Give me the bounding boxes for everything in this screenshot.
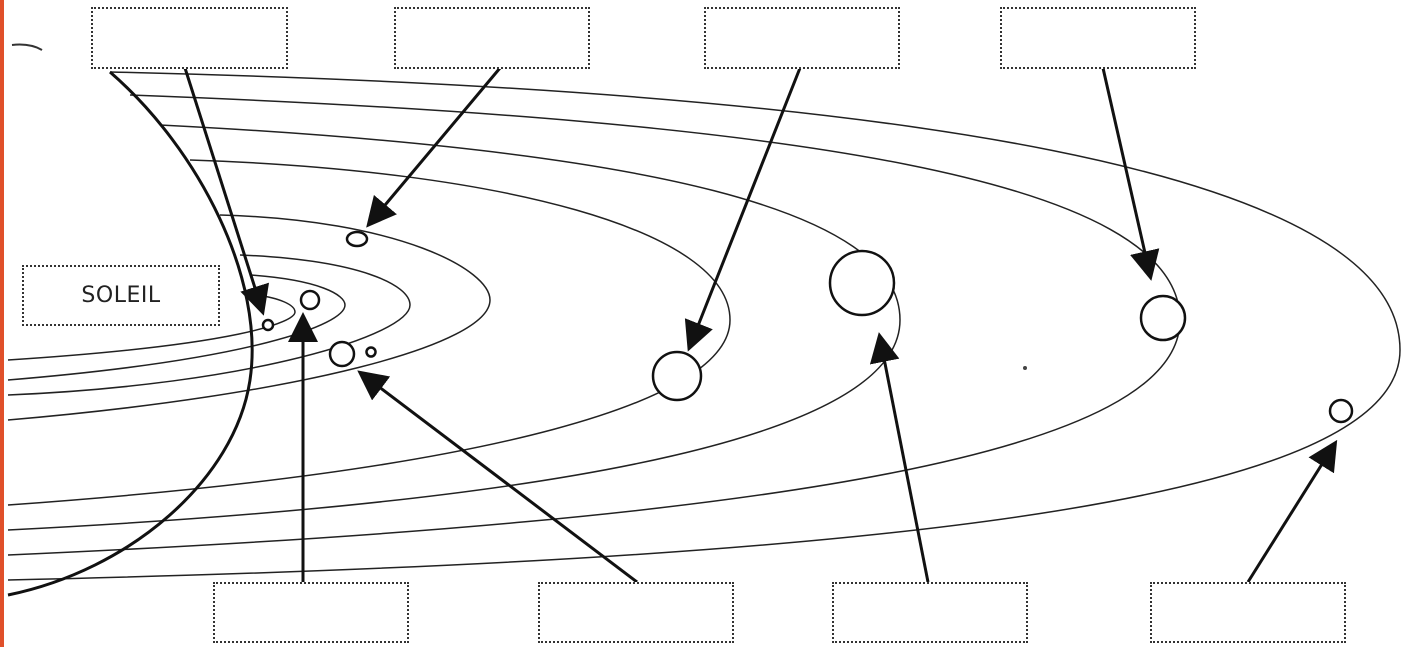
orbit-mars [7, 214, 491, 421]
arrow-bottom-4 [1246, 439, 1338, 583]
planet-mars [345, 230, 369, 248]
stray-dot [1023, 366, 1027, 370]
planet-uranus [1139, 294, 1187, 342]
arrow-bottom-3 [869, 332, 930, 583]
arrows-group [183, 67, 1338, 584]
label-box-top-4[interactable] [1000, 7, 1196, 69]
label-box-bottom-3[interactable] [832, 582, 1028, 643]
planet-jupiter [651, 350, 703, 402]
orbit-saturn [7, 124, 901, 531]
planet-neptune [1328, 398, 1354, 424]
planet-venus [299, 289, 321, 311]
label-box-top-1[interactable] [91, 7, 288, 69]
orbit-neptune [7, 71, 1401, 581]
orbit-venus [7, 274, 346, 381]
sun-label-box: SOLEIL [22, 265, 220, 326]
orbit-jupiter [7, 159, 731, 506]
planets-group [261, 230, 1354, 424]
orbit-mercury [7, 294, 296, 361]
label-box-bottom-2[interactable] [538, 582, 734, 643]
orbits-group [7, 71, 1401, 581]
planet-saturn [828, 249, 896, 317]
stray-mark [11, 43, 43, 51]
arrow-top-2 [366, 67, 502, 228]
arrow-bottom-2 [357, 370, 638, 584]
label-box-bottom-4[interactable] [1150, 582, 1346, 643]
arrow-top-4 [1101, 67, 1160, 281]
planet-moon [365, 346, 377, 358]
orbit-earth [7, 254, 411, 396]
label-box-bottom-1[interactable] [213, 582, 409, 643]
label-box-top-2[interactable] [394, 7, 590, 69]
arrow-top-1 [183, 67, 270, 316]
left-accent-border [0, 0, 4, 647]
planet-mercury [261, 318, 275, 332]
arrow-top-3 [684, 67, 802, 352]
planet-earth [328, 340, 356, 368]
label-box-top-3[interactable] [704, 7, 900, 69]
sun-edge [7, 70, 254, 597]
